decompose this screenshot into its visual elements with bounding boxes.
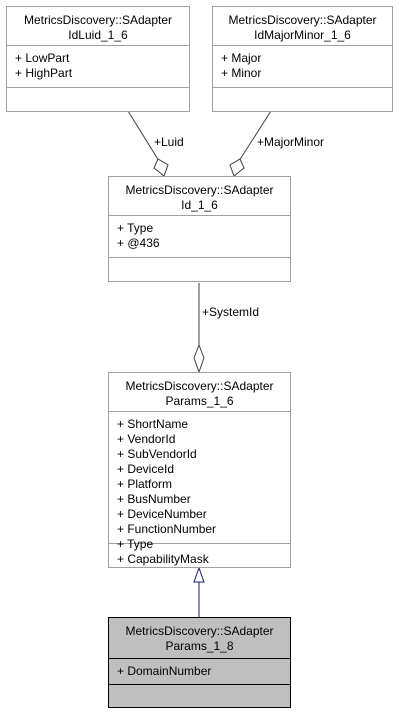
attribute-item: + VendorId — [117, 432, 176, 446]
luid-edge-line — [127, 110, 160, 162]
method-list — [109, 543, 290, 567]
class-node-adapter-id[interactable]: MetricsDiscovery::SAdapter Id_1_6 + Type… — [108, 176, 291, 282]
majorminor-edge-line — [238, 110, 272, 162]
attribute-item: + Major — [221, 51, 262, 65]
attribute-item: + Type — [117, 221, 154, 235]
class-title-line2: IdMajorMinor_1_6 — [254, 28, 351, 42]
class-node-adapter-params-1-8[interactable]: MetricsDiscovery::SAdapter Params_1_8 + … — [108, 617, 291, 708]
class-title-line2: Params_1_8 — [165, 639, 234, 653]
method-list — [7, 87, 189, 111]
attribute-item: + DomainNumber — [117, 664, 212, 678]
attribute-item: + FunctionNumber — [117, 522, 217, 536]
attribute-item: + ShortName — [117, 417, 189, 431]
systemid-edge-label: +SystemId — [202, 305, 260, 319]
attribute-list: + Major + Minor — [213, 45, 392, 87]
class-node-adapter-id-luid[interactable]: MetricsDiscovery::SAdapter IdLuid_1_6 + … — [6, 6, 190, 112]
attribute-item: + Type — [117, 537, 154, 551]
attribute-list: + ShortName + VendorId + SubVendorId + D… — [109, 411, 290, 566]
class-title-line1: MetricsDiscovery::SAdapter — [23, 13, 173, 27]
luid-edge-label: +Luid — [154, 135, 184, 149]
attribute-item: + CapabilityMask — [117, 552, 209, 566]
class-title-line1: MetricsDiscovery::SAdapter — [125, 624, 274, 638]
inheritance-arrowhead — [193, 566, 205, 583]
attribute-item: + DeviceNumber — [117, 507, 207, 521]
class-title-line2: Id_1_6 — [181, 198, 218, 212]
attribute-item: + DeviceId — [117, 462, 175, 476]
class-title-line1: MetricsDiscovery::SAdapter — [228, 13, 377, 27]
attribute-item: + HighPart — [15, 66, 73, 80]
attribute-list: + DomainNumber — [109, 658, 290, 684]
class-node-adapter-params-1-6[interactable]: MetricsDiscovery::SAdapter Params_1_6 + … — [108, 372, 291, 568]
class-title-line1: MetricsDiscovery::SAdapter — [125, 183, 274, 197]
attribute-item: + BusNumber — [117, 492, 191, 506]
attribute-item: + Platform — [117, 477, 173, 491]
class-title: MetricsDiscovery::SAdapter IdLuid_1_6 — [7, 7, 189, 45]
class-title-line1: MetricsDiscovery::SAdapter — [125, 379, 274, 393]
class-node-adapter-id-majorminor[interactable]: MetricsDiscovery::SAdapter IdMajorMinor_… — [212, 6, 393, 112]
attribute-item: + @436 — [117, 236, 160, 250]
method-list — [109, 684, 290, 707]
method-list — [109, 257, 290, 281]
class-title: MetricsDiscovery::SAdapter Params_1_8 — [109, 618, 290, 658]
class-title: MetricsDiscovery::SAdapter Id_1_6 — [109, 177, 290, 215]
luid-composition-diamond — [153, 158, 169, 177]
attribute-item: + SubVendorId — [117, 447, 197, 461]
attribute-list: + Type + @436 — [109, 215, 290, 257]
attribute-item: + Minor — [221, 66, 262, 80]
majorminor-edge-label: +MajorMinor — [257, 135, 325, 149]
class-title: MetricsDiscovery::SAdapter Params_1_6 — [109, 373, 290, 411]
class-title: MetricsDiscovery::SAdapter IdMajorMinor_… — [213, 7, 392, 45]
attribute-list: + LowPart + HighPart — [7, 45, 189, 87]
method-list — [213, 87, 392, 111]
majorminor-composition-diamond — [229, 158, 245, 177]
systemid-composition-diamond — [193, 343, 205, 374]
class-title-line2: IdLuid_1_6 — [68, 28, 128, 42]
attribute-item: + LowPart — [15, 51, 70, 65]
class-title-line2: Params_1_6 — [165, 394, 234, 408]
